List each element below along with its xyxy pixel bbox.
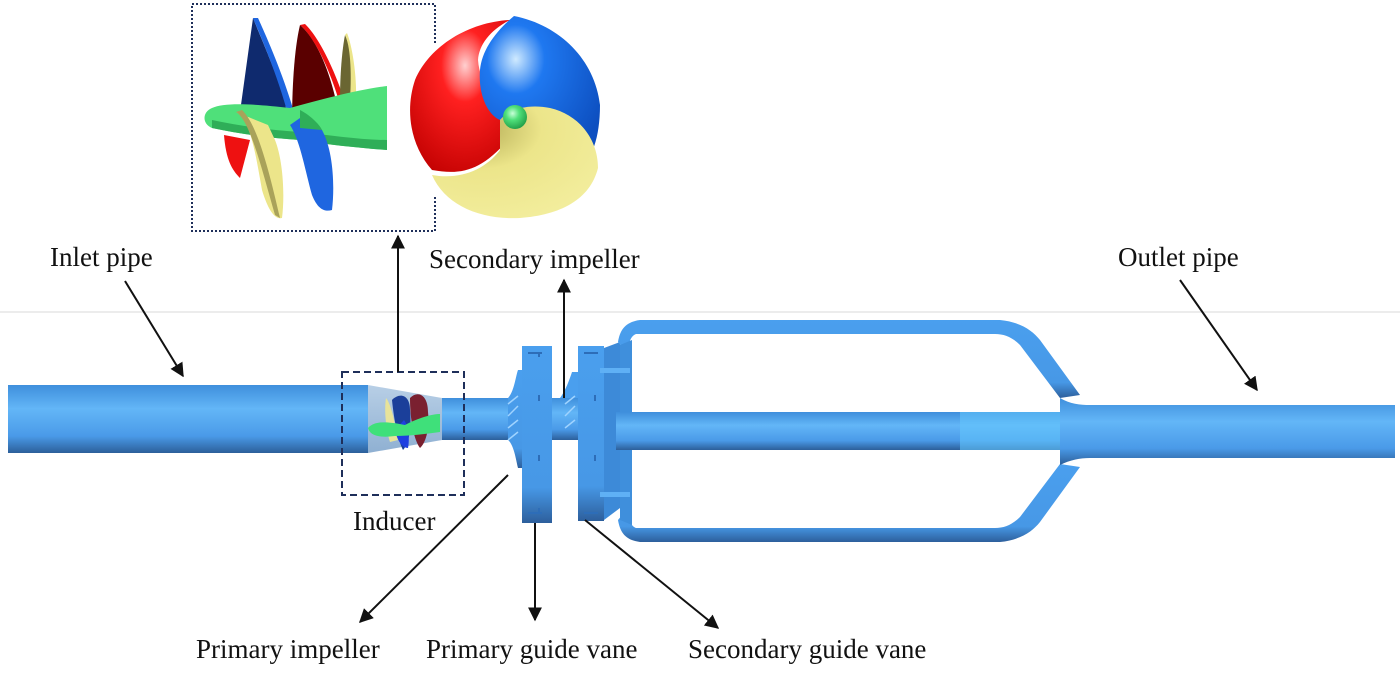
outlet-pipe-arrow [1179, 279, 1258, 392]
secondary-guide-vane-slots [584, 352, 598, 514]
inducer-detail-inset [191, 3, 600, 232]
primary-impeller-arrow [359, 474, 509, 623]
inducer-front-view [400, 16, 600, 220]
primary-guide-vane-slots [528, 352, 542, 514]
primary-impeller-blades [507, 395, 519, 441]
secondary-impeller-label: Secondary impeller [429, 244, 640, 274]
lower-branch-pipe [618, 464, 1080, 542]
inducer-highlight-box [341, 371, 465, 496]
inlet-pipe-arrow [124, 280, 184, 378]
inducer-label: Inducer [353, 506, 436, 536]
secondary-impeller-blades [564, 395, 576, 429]
upper-branch-pipe [618, 320, 1080, 398]
inlet-pipe [8, 385, 368, 453]
primary-impeller [508, 370, 522, 468]
outlet-pipe [1060, 398, 1395, 465]
inducer-blades-small [368, 394, 440, 450]
primary-guide-vane-label: Primary guide vane [426, 634, 638, 664]
primary-guide-vane [522, 346, 552, 523]
inlet-pipe-label: Inlet pipe [50, 242, 153, 272]
collector-tabs [600, 368, 630, 497]
inducer-outlet-pipe [442, 398, 512, 440]
hub-sphere [503, 105, 527, 129]
collector-flange [604, 342, 620, 520]
secondary-guide-vane [578, 346, 604, 521]
outlet-pipe-label: Outlet pipe [1118, 242, 1239, 272]
secondary-guide-vane-label: Secondary guide vane [688, 634, 927, 664]
secondary-impeller [552, 398, 580, 440]
secondary-guide-vane-arrow [584, 519, 720, 629]
primary-impeller-label: Primary impeller [196, 634, 380, 664]
inducer-side-view [204, 18, 387, 219]
